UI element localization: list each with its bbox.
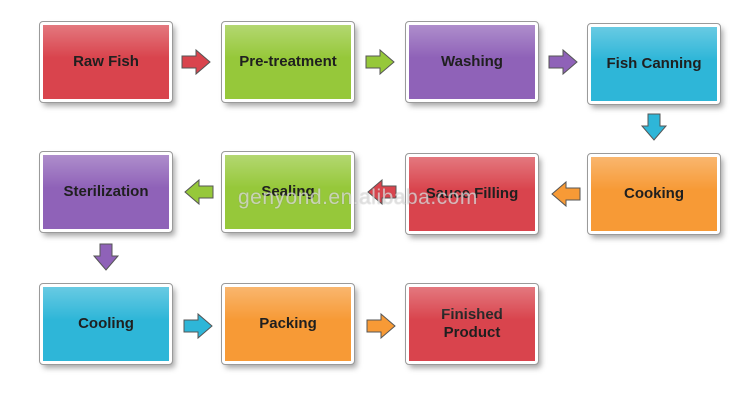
step-label: Cooking bbox=[624, 185, 684, 202]
arrow-left-icon bbox=[184, 178, 214, 206]
step-label: Washing bbox=[441, 53, 503, 70]
step-washing: Washing bbox=[405, 21, 539, 103]
step-label: Finished Product bbox=[441, 306, 503, 341]
step-sauce-filling: Sauce Filling bbox=[405, 153, 539, 235]
step-label: Sterilization bbox=[63, 183, 149, 200]
step-cooling: Cooling bbox=[39, 283, 173, 365]
step-sealing: Sealing bbox=[221, 151, 355, 233]
step-finished-product: Finished Product bbox=[405, 283, 539, 365]
arrow-right-icon bbox=[183, 312, 213, 340]
arrow-left-icon bbox=[551, 180, 581, 208]
step-sterilization: Sterilization bbox=[39, 151, 173, 233]
step-label: Pre-treatment bbox=[239, 53, 337, 70]
step-cooking: Cooking bbox=[587, 153, 721, 235]
step-raw-fish: Raw Fish bbox=[39, 21, 173, 103]
step-pre-treatment: Pre-treatment bbox=[221, 21, 355, 103]
step-fish-canning: Fish Canning bbox=[587, 23, 721, 105]
step-label: Sealing bbox=[261, 183, 315, 200]
arrow-right-icon bbox=[366, 312, 396, 340]
step-label: Cooling bbox=[78, 315, 134, 332]
step-label: Packing bbox=[259, 315, 317, 332]
step-packing: Packing bbox=[221, 283, 355, 365]
step-label: Sauce Filling bbox=[425, 185, 519, 202]
arrow-left-icon bbox=[367, 178, 397, 206]
arrow-down-icon bbox=[92, 243, 120, 271]
arrow-right-icon bbox=[181, 48, 211, 76]
step-label: Raw Fish bbox=[73, 53, 139, 70]
step-label: Fish Canning bbox=[606, 55, 702, 72]
arrow-right-icon bbox=[365, 48, 395, 76]
arrow-down-icon bbox=[640, 113, 668, 141]
arrow-right-icon bbox=[548, 48, 578, 76]
